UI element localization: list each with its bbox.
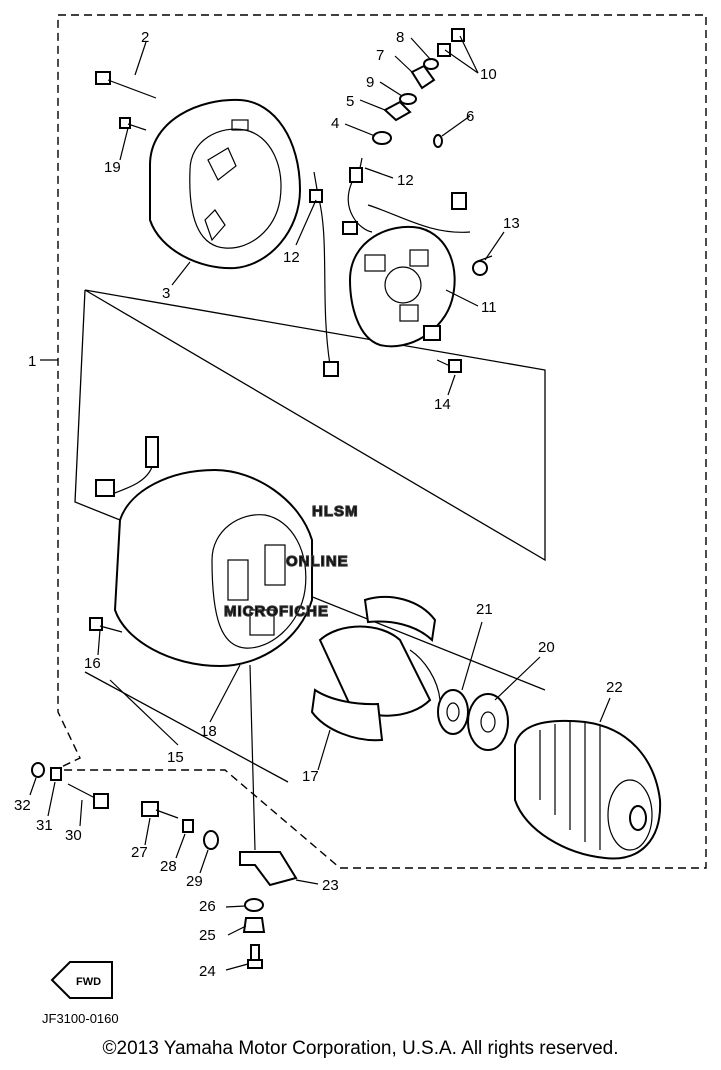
- fwd-arrow-icon: [50, 961, 113, 999]
- bolt-part-20: [119, 117, 147, 131]
- callout-32: 32: [14, 797, 31, 814]
- callout-22: 22: [606, 679, 623, 696]
- armature-part-22: [514, 719, 662, 860]
- callout-23: 23: [322, 877, 339, 894]
- callout-10: 10: [480, 66, 497, 83]
- fwd-label: FWD: [76, 976, 101, 988]
- brush-holder-part-11: [348, 225, 456, 348]
- callout-25: 25: [199, 927, 216, 944]
- drawing-number: JF3100-0160: [42, 1011, 119, 1026]
- callout-3: 3: [162, 285, 170, 302]
- hardware-stack: [372, 28, 465, 148]
- callout-18: 18: [200, 723, 217, 740]
- callout-30: 30: [65, 827, 82, 844]
- copyright-notice: ©2013 Yamaha Motor Corporation, U.S.A. A…: [102, 1038, 619, 1059]
- bracket-hardware: [242, 898, 266, 969]
- spring-part-13: [472, 255, 493, 276]
- callout-29: 29: [186, 873, 203, 890]
- callout-19: 20: [538, 639, 555, 656]
- leader-lines: [29, 35, 611, 971]
- callout-12a: 12: [397, 172, 414, 189]
- callout-6: 6: [466, 108, 474, 125]
- yoke-housing: [95, 436, 313, 668]
- callout-15: 15: [167, 749, 184, 766]
- bearing-part-21: [437, 689, 469, 735]
- callout-31: 31: [36, 817, 53, 834]
- callout-28: 28: [160, 858, 177, 875]
- subassembly-boundary: [74, 289, 546, 691]
- callout-16: 16: [84, 655, 101, 672]
- callout-21: 21: [476, 601, 493, 618]
- callout-14: 14: [434, 396, 451, 413]
- callout-7: 7: [376, 47, 384, 64]
- callout-20: 19: [104, 159, 121, 176]
- callout-2: 2: [141, 29, 149, 46]
- watermark-line-3: MICROFICHE: [224, 603, 329, 620]
- bolt-part-2: [95, 71, 157, 99]
- bracket-part-23: [239, 664, 298, 887]
- callout-12b: 12: [283, 249, 300, 266]
- washer-part-19: [467, 693, 509, 751]
- bolt-part-16: [89, 617, 123, 633]
- callout-8: 8: [396, 29, 404, 46]
- terminal-leads-part-12: [309, 157, 471, 377]
- callout-5: 5: [346, 93, 354, 110]
- screw-part-14: [436, 359, 462, 373]
- subassembly-boundary-15: [84, 671, 289, 783]
- lower-fasteners: [31, 762, 109, 809]
- callout-11: 11: [481, 299, 497, 316]
- callout-27: 27: [131, 844, 148, 861]
- callout-26: 26: [199, 898, 216, 915]
- field-magnets-part-17: [310, 596, 441, 742]
- callout-13: 13: [503, 215, 520, 232]
- watermark-line-2: ONLINE: [286, 553, 349, 570]
- end-cover-part-3: [149, 98, 302, 270]
- callout-4: 4: [331, 115, 339, 132]
- callout-9: 9: [366, 74, 374, 91]
- callout-1: 1: [28, 353, 36, 370]
- callout-24: 24: [199, 963, 216, 980]
- watermark-line-1: HLSM: [312, 503, 359, 520]
- callout-17: 17: [302, 768, 319, 785]
- assembly-boundary: [54, 14, 707, 869]
- mounting-hardware: [141, 801, 219, 850]
